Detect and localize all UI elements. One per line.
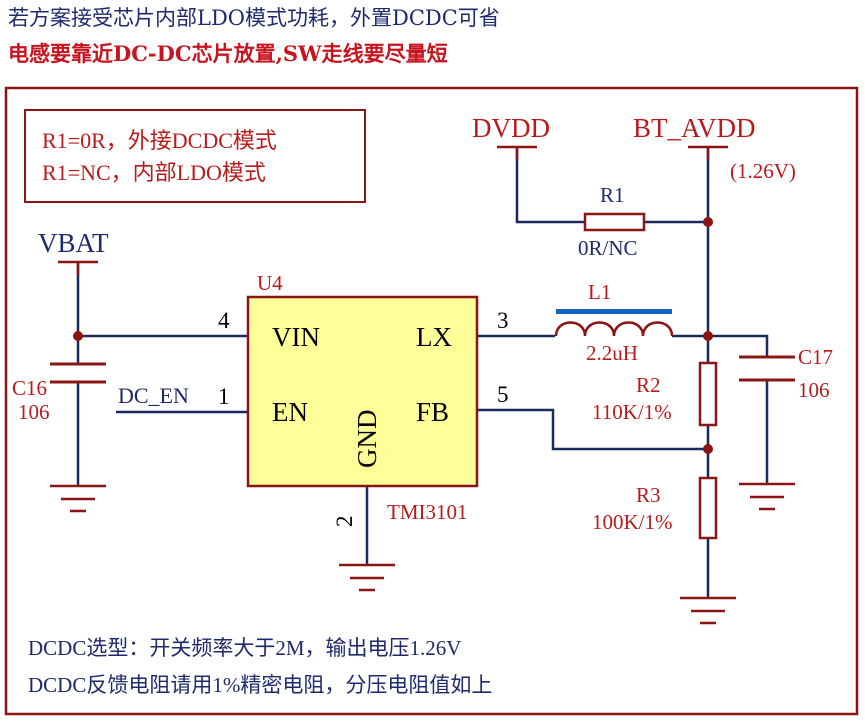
bt-avdd-label: BT_AVDD — [633, 113, 756, 143]
r3-ref: R3 — [636, 483, 661, 507]
l1-core-bar — [556, 309, 672, 314]
wire-l1-c17 — [672, 334, 769, 357]
c17-ref: C17 — [798, 345, 833, 369]
r2-value: 110K/1% — [592, 400, 672, 424]
r2-resistor — [698, 361, 718, 427]
mode-note-line1: R1=0R，外接DCDC模式 — [42, 128, 277, 153]
pin-lx-name: LX — [416, 322, 452, 352]
pin-en-number: 1 — [218, 384, 230, 409]
c16-value: 106 — [18, 400, 50, 424]
wire-dvdd-r1 — [515, 148, 585, 224]
mode-note-line2: R1=NC，内部LDO模式 — [42, 160, 266, 185]
c17-capacitor — [739, 355, 795, 382]
pin-fb-number: 5 — [497, 382, 509, 407]
junction-r1-avdd — [703, 217, 713, 227]
bt-avdd-voltage-label: (1.26V) — [730, 159, 796, 183]
l1-inductor — [554, 321, 674, 337]
junction-fb-divider — [703, 444, 713, 454]
l1-value: 2.2uH — [586, 341, 638, 365]
pin-fb-name: FB — [416, 397, 449, 427]
pin-vin-name: VIN — [272, 322, 320, 352]
dc-en-label: DC_EN — [118, 383, 189, 408]
vbat-port-symbol — [58, 260, 98, 275]
mode-note-box — [24, 109, 366, 203]
pin-vin-number: 4 — [218, 308, 230, 333]
junction-vbat — [73, 331, 83, 341]
r2-ref: R2 — [636, 373, 661, 397]
pin-lx-number: 3 — [497, 308, 509, 333]
footer-note-dcdc-selection: DCDC选型：开关频率大于2M，输出电压1.26V — [28, 636, 461, 660]
r1-resistor — [583, 212, 646, 232]
r3-value: 100K/1% — [592, 510, 673, 534]
u4-ref: U4 — [257, 271, 283, 295]
l1-ref: L1 — [588, 280, 611, 304]
pin-gnd-name: GND — [352, 410, 382, 469]
footer-note-feedback-resistors: DCDC反馈电阻请用1%精密电阻，分压电阻值如上 — [28, 673, 492, 697]
pin-en-name: EN — [272, 397, 308, 427]
gnd-symbol-c17 — [739, 482, 795, 511]
u4-part-number: TMI3101 — [387, 500, 468, 524]
u4-ic-body — [246, 295, 479, 488]
r3-resistor — [698, 476, 718, 540]
c16-capacitor — [50, 362, 106, 384]
dvdd-label: DVDD — [472, 113, 550, 143]
junction-l1-avdd — [703, 331, 713, 341]
r1-value: 0R/NC — [578, 236, 638, 260]
wire-fb — [477, 408, 708, 451]
pin-gnd-number: 2 — [332, 516, 357, 528]
r1-ref: R1 — [600, 183, 625, 207]
bt-avdd-port-symbol — [688, 145, 728, 160]
c17-value: 106 — [798, 378, 830, 402]
design-note-ldo-mode: 若方案接受芯片内部LDO模式功耗，外置DCDC可省 — [8, 6, 500, 30]
gnd-symbol-c16 — [50, 484, 106, 513]
vbat-label: VBAT — [38, 228, 109, 258]
design-note-inductor-placement: 电感要靠近DC-DC芯片放置,SW走线要尽量短 — [8, 41, 448, 66]
schematic-frame — [4, 86, 859, 716]
gnd-symbol-ic — [339, 563, 395, 592]
wires — [76, 148, 769, 597]
c16-ref: C16 — [12, 376, 47, 400]
dvdd-port-symbol — [497, 145, 537, 160]
gnd-symbol-r3 — [680, 596, 736, 625]
